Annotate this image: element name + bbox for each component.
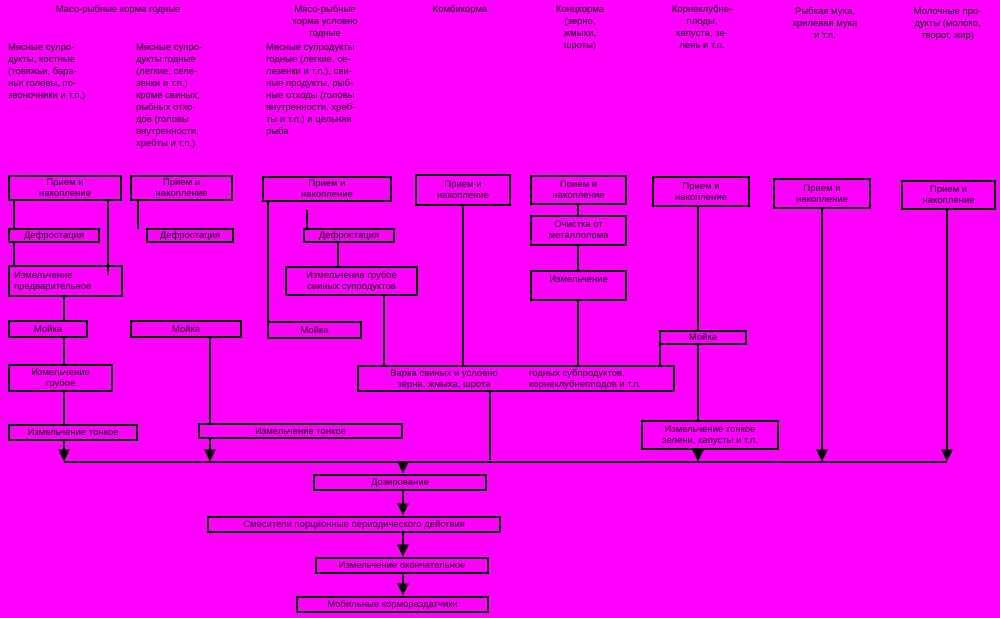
box-defrost-2: Дефростация xyxy=(146,228,234,243)
box-moyka-2: Мойка xyxy=(130,320,242,338)
box-izm-okonch: Измельчение окончательное xyxy=(315,557,489,574)
box-priem-3: Прием и накопление xyxy=(262,176,392,202)
box-smesiteli: Смесители порционные периодического дейс… xyxy=(207,516,501,533)
box-izm-ton-zel: Измельчение тонкое зелени, капусты и т.п… xyxy=(641,420,779,450)
box-izm-pred: Измельчение предварительное xyxy=(8,265,123,297)
box-priem-8: Прием и накопление xyxy=(901,180,996,210)
box-moyka-4: Мойка xyxy=(659,330,747,345)
box-moyka-3: Мойка xyxy=(267,321,362,339)
box-izm-grub: Измельчение грубое xyxy=(8,364,113,392)
varka-label-left: Варка свиных и условно зерна, жмыха, шро… xyxy=(390,367,498,390)
box-izm-ton-1: Измельчение тонкое xyxy=(8,424,138,441)
box-priem-5: Прием и накопление xyxy=(530,175,627,205)
box-moyka-1: Мойка xyxy=(8,320,88,338)
box-defrost-1: Дефростация xyxy=(8,228,100,243)
subheader-bone-products: Мясные сулро- дукты, костные (товяжьи, б… xyxy=(8,42,86,101)
header-kombikorma: Комбикорма xyxy=(432,4,488,15)
subheader-conditional-products: Мясные супродукты годные (легкие, се- ле… xyxy=(266,42,356,137)
box-defrost-3: Дефростация xyxy=(303,228,395,243)
box-priem-1: Прием и накопление xyxy=(8,175,122,201)
subheader-good-products: Мясные супро- дукты годные (легкие, селе… xyxy=(136,42,203,149)
box-varka: Варка свиных и условно зерна, жмыха, шро… xyxy=(357,365,675,392)
header-dairy: Молочные про- дукты (молоко, творог, жир… xyxy=(913,6,982,41)
box-izm-ton-2: Измельчение тонкое xyxy=(198,423,403,439)
header-fish-flour: Рыбкая муха, крилевая мука и т.п. xyxy=(792,6,858,41)
box-priem-4: Прием и накопление xyxy=(415,174,511,206)
box-priem-6: Прием и накопление xyxy=(652,176,750,207)
box-izm: Измельчение xyxy=(530,270,627,301)
header-korneplody: Корнеклубне- плоды, капуста, зе- лень и … xyxy=(671,4,733,51)
header-meat-fish-conditional: Мясо-рыбные корма условно годные xyxy=(292,4,358,39)
box-dozirovanie: Дозирование xyxy=(313,474,487,491)
box-priem-7: Прием и накопление xyxy=(773,178,871,209)
box-mobilnye: Мобильные кормораздатчики xyxy=(296,596,489,613)
box-ochistka: Очистка от металлолома xyxy=(530,215,627,246)
varka-label-right: годных субпродуктов, корнеклубнеплодов и… xyxy=(529,367,642,390)
box-izm-grub-svin: Измельчение грубое свиных супродуктов xyxy=(285,266,418,296)
header-meat-fish-good: Масо-рыбные корма годные xyxy=(55,4,181,15)
box-priem-2: Прием и накопление xyxy=(130,175,233,201)
header-konckorma: Концкорма (зерно, жмыхи, шроты) xyxy=(555,4,605,51)
